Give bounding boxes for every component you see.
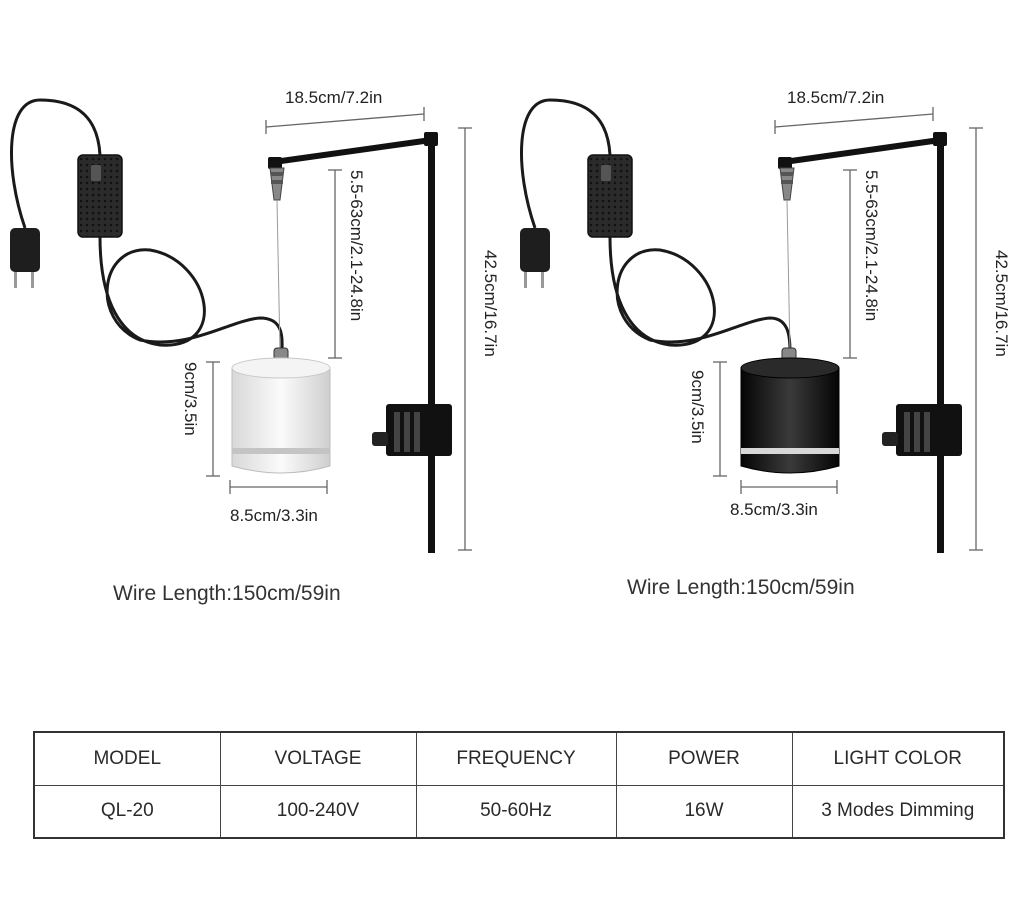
stand-pole [428, 138, 435, 553]
power-cable [10, 98, 102, 229]
arm-width-label: 18.5cm/7.2in [285, 88, 383, 107]
value-model: QL-20 [33, 784, 221, 839]
product-left [10, 98, 472, 553]
value-power: 16W [615, 784, 793, 839]
header-light-color: LIGHT COLOR [791, 731, 1005, 786]
dimension-lines [713, 107, 983, 551]
spec-header-row: MODEL VOLTAGE FREQUENCY POWER LIGHT COLO… [33, 731, 1005, 786]
value-light-color: 3 Modes Dimming [791, 784, 1005, 839]
header-voltage: VOLTAGE [219, 731, 417, 786]
pole-height-label: 42.5cm/16.7in [481, 250, 500, 357]
tank-clamp [882, 404, 962, 456]
hang-length-label: 5.5-63cm/2.1-24.8in [862, 170, 881, 322]
dimension-lines [206, 107, 472, 551]
stand-arm [273, 137, 432, 165]
power-plug [520, 228, 550, 288]
lamp-white [231, 347, 331, 474]
lamp-width-label: 8.5cm/3.3in [730, 500, 818, 519]
lamp-width-label: 8.5cm/3.3in [230, 506, 318, 525]
lamp-height-label: 9cm/3.5in [181, 362, 200, 436]
diagram-drawing [10, 98, 983, 553]
lamp-height-label: 9cm/3.5in [688, 370, 707, 444]
lamp-cable [608, 236, 792, 353]
value-frequency: 50-60Hz [415, 784, 617, 839]
stand-arm [783, 137, 941, 165]
product-right [520, 98, 983, 553]
value-voltage: 100-240V [219, 784, 417, 839]
pole-height-label: 42.5cm/16.7in [992, 250, 1011, 357]
lamp-cable [98, 236, 284, 353]
spec-value-row: QL-20 100-240V 50-60Hz 16W 3 Modes Dimmi… [33, 784, 1005, 839]
power-cable [520, 98, 612, 229]
hang-length-label: 5.5-63cm/2.1-24.8in [347, 170, 366, 322]
hanging-wire [276, 199, 281, 353]
spec-table: MODEL VOLTAGE FREQUENCY POWER LIGHT COLO… [33, 731, 1005, 839]
header-frequency: FREQUENCY [415, 731, 617, 786]
arm-width-label: 18.5cm/7.2in [787, 88, 885, 107]
header-power: POWER [615, 731, 793, 786]
stand-pole [937, 138, 944, 553]
header-model: MODEL [33, 731, 221, 786]
product-diagram: 18.5cm/7.2in 5.5-63cm/2.1-24.8in 42.5cm/… [10, 88, 1011, 605]
lamp-black [740, 347, 840, 474]
wire-length-label: Wire Length:150cm/59in [113, 582, 341, 605]
power-plug [10, 228, 40, 288]
wire-length-label: Wire Length:150cm/59in [627, 576, 855, 599]
tank-clamp [372, 404, 452, 456]
hanging-wire [786, 199, 791, 353]
